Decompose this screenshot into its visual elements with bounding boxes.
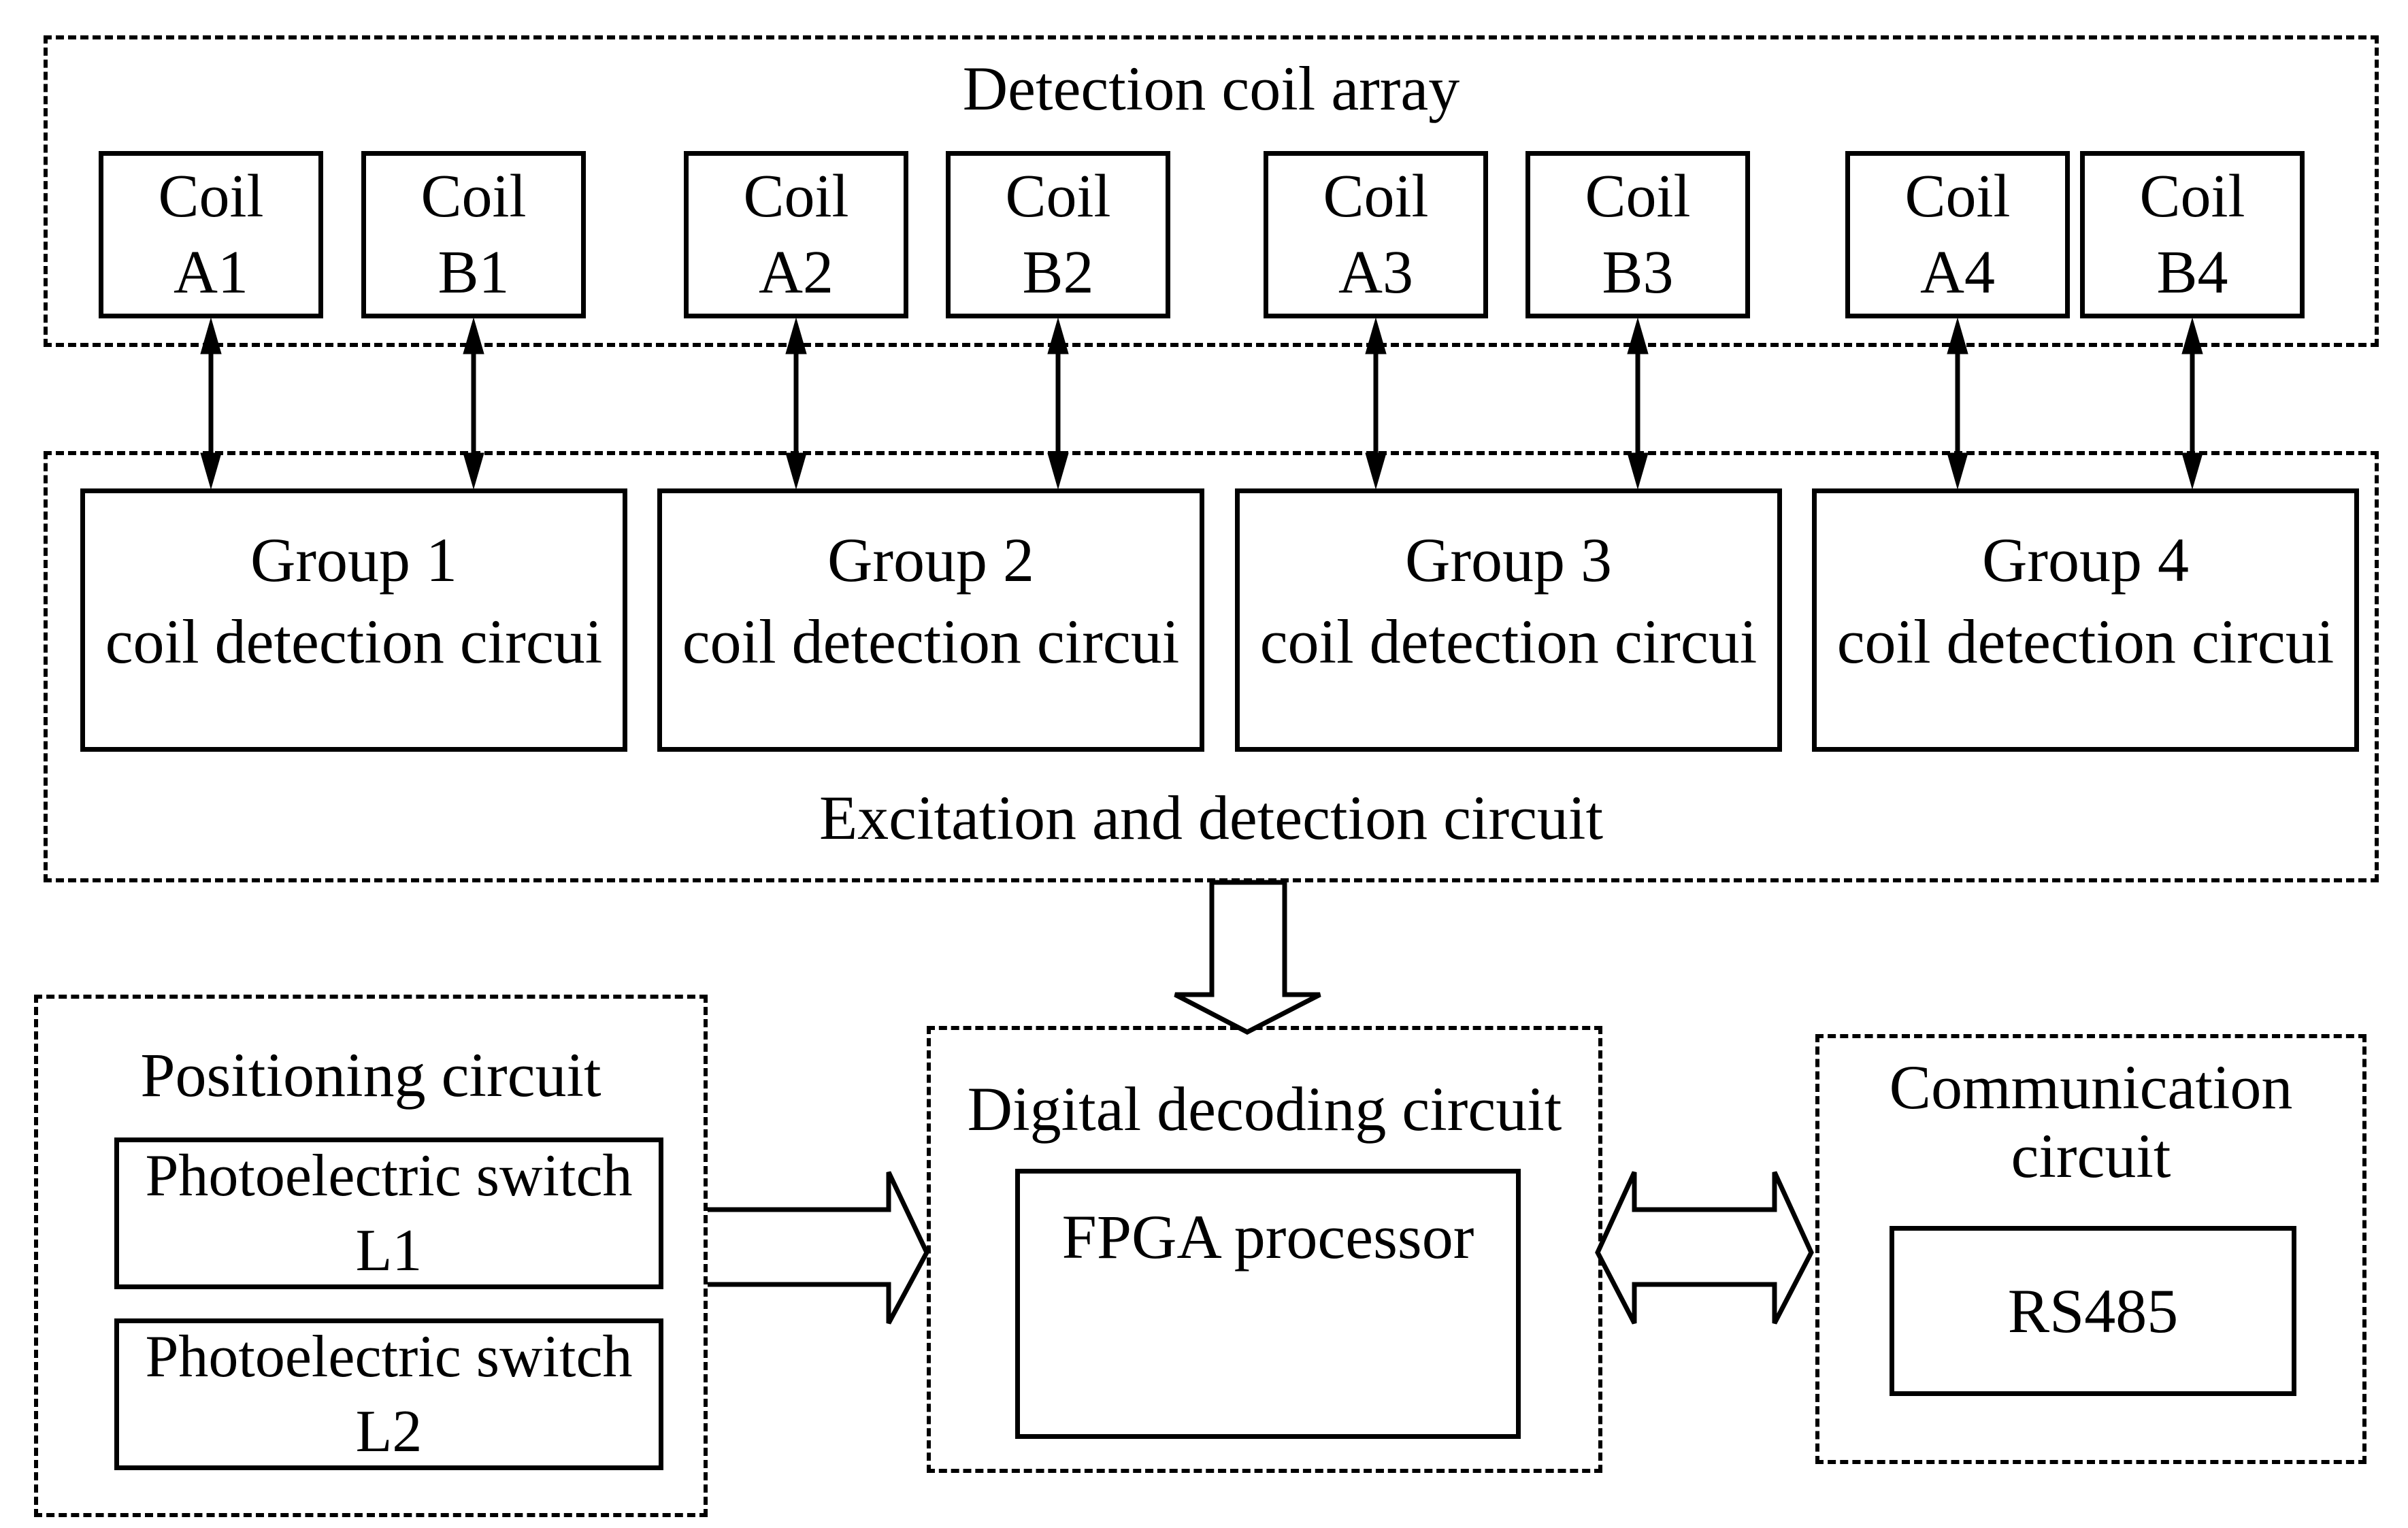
photoelectric-switch-l2-box: Photoelectric switch L2: [114, 1318, 663, 1470]
coil-a2-line2: A2: [759, 239, 834, 306]
photoelectric-switch-l1-box: Photoelectric switch L1: [114, 1137, 663, 1289]
coil-box-a1: Coil A1: [99, 151, 323, 318]
group2-box: Group 2 coil detection circui: [657, 488, 1204, 752]
coil-b1-line1: Coil: [420, 162, 527, 230]
photoelectric-switch-l1-line2: L1: [355, 1217, 423, 1284]
photoelectric-switch-l2-line2: L2: [355, 1398, 423, 1465]
communication-circuit-title: Communication circuit: [1815, 1052, 2366, 1191]
coil-box-b3: Coil B3: [1525, 151, 1750, 318]
coil-a1-line1: Coil: [158, 162, 264, 230]
coil-box-b1: Coil B1: [361, 151, 586, 318]
hollow-down-arrow: [1174, 880, 1321, 1035]
hollow-right-arrow-positioning-to-decoding: [708, 1171, 929, 1325]
coil-box-b4: Coil B4: [2080, 151, 2305, 318]
positioning-circuit-title: Positioning circuit: [140, 1040, 601, 1110]
detection-coil-array-box: [44, 35, 2379, 347]
coil-box-a3: Coil A3: [1264, 151, 1488, 318]
rs485-label: RS485: [2007, 1276, 2179, 1346]
group2-line1: Group 2: [827, 525, 1035, 595]
positioning-circuit-box: [34, 995, 708, 1517]
fpga-processor-label: FPGA processor: [1061, 1202, 1474, 1272]
group1-line2: coil detection circui: [105, 607, 603, 676]
group3-box: Group 3 coil detection circui: [1235, 488, 1782, 752]
group4-line1: Group 4: [1981, 525, 2190, 595]
digital-decoding-title: Digital decoding circuit: [967, 1074, 1562, 1144]
coil-a2-line1: Coil: [743, 162, 849, 230]
hollow-double-arrow-decoding-communication: [1595, 1171, 1814, 1325]
group1-box: Group 1 coil detection circui: [80, 488, 627, 752]
coil-box-b2: Coil B2: [946, 151, 1170, 318]
coil-box-a4: Coil A4: [1845, 151, 2070, 318]
coil-a4-line2: A4: [1920, 239, 1995, 306]
rs485-box: RS485: [1890, 1226, 2296, 1396]
coil-box-a2: Coil A2: [684, 151, 908, 318]
coil-a4-line1: Coil: [1904, 162, 2011, 230]
fpga-processor-box: FPGA processor: [1015, 1169, 1521, 1439]
detection-coil-array-title: Detection coil array: [962, 54, 1460, 123]
group1-line1: Group 1: [250, 525, 458, 595]
coil-b2-line2: B2: [1022, 239, 1094, 306]
coil-b4-line2: B4: [2156, 239, 2228, 306]
coil-a3-line2: A3: [1338, 239, 1413, 306]
coil-b2-line1: Coil: [1005, 162, 1111, 230]
group2-line2: coil detection circui: [682, 607, 1180, 676]
excitation-detection-title: Excitation and detection circuit: [819, 783, 1604, 852]
coil-b3-line2: B3: [1602, 239, 1674, 306]
photoelectric-switch-l1-line1: Photoelectric switch: [145, 1142, 633, 1209]
group4-box: Group 4 coil detection circui: [1812, 488, 2359, 752]
photoelectric-switch-l2-line1: Photoelectric switch: [145, 1323, 633, 1390]
group3-line1: Group 3: [1404, 525, 1613, 595]
communication-circuit-box: [1815, 1034, 2366, 1464]
coil-a3-line1: Coil: [1323, 162, 1429, 230]
coil-b3-line1: Coil: [1585, 162, 1691, 230]
coil-a1-line2: A1: [174, 239, 248, 306]
group4-line2: coil detection circui: [1836, 607, 2335, 676]
coil-b1-line2: B1: [438, 239, 510, 306]
coil-b4-line1: Coil: [2139, 162, 2245, 230]
communication-title-line2: circuit: [2011, 1121, 2171, 1191]
group3-line2: coil detection circui: [1259, 607, 1758, 676]
communication-title-line1: Communication: [1889, 1052, 2293, 1122]
